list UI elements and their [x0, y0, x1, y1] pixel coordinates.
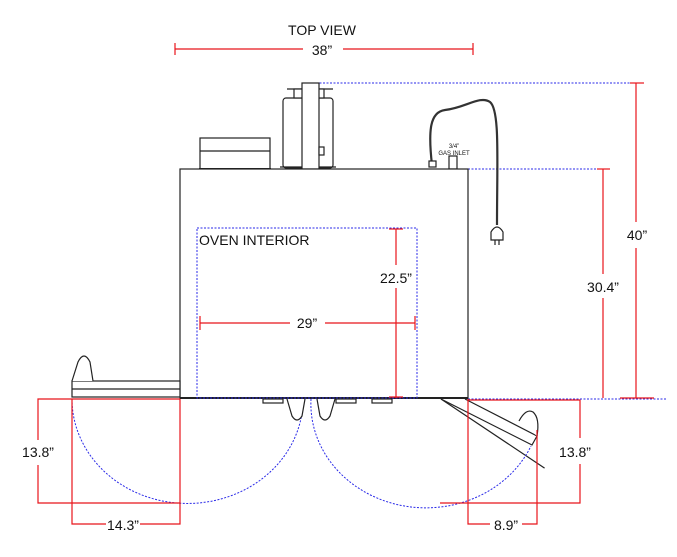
- right-door: [440, 398, 545, 469]
- burner-tank: [280, 82, 336, 170]
- left-door: [71, 355, 181, 398]
- interior-depth-label: 22.5”: [380, 270, 412, 286]
- plug-icon: [490, 226, 504, 241]
- gas-inlet-label: GAS INLET: [438, 151, 470, 157]
- left-width-dimension: [71, 399, 181, 525]
- interior-width-dimension: [199, 316, 416, 330]
- right-swing-dimension: [440, 399, 581, 504]
- oven-interior-outline: [196, 227, 418, 399]
- overall-depth-dimension: [620, 82, 654, 399]
- body-depth-label: 30.4”: [587, 279, 619, 295]
- right-width-label: 8.9”: [494, 517, 518, 533]
- width-label: 38”: [312, 42, 333, 58]
- control-box: [199, 137, 271, 170]
- gas-inlet: [448, 155, 458, 170]
- gas-size-label: 3/4”: [449, 144, 459, 150]
- left-width-label: 14.3”: [107, 517, 139, 533]
- interior-depth-dimension: [389, 228, 403, 398]
- oven-interior-label: OVEN INTERIOR: [199, 232, 309, 248]
- width-dimension: [174, 43, 474, 55]
- power-cord: [428, 98, 504, 245]
- oven-body: [179, 168, 469, 399]
- door-hinges: [262, 398, 393, 421]
- title: TOP VIEW: [288, 22, 357, 38]
- left-swing-label: 13.8”: [22, 444, 54, 460]
- left-door-swing-arc: [71, 398, 304, 504]
- overall-depth-label: 40”: [627, 227, 648, 243]
- body-depth-dimension: [597, 168, 610, 398]
- right-swing-label: 13.8”: [559, 444, 591, 460]
- right-door-swing-arc: [310, 398, 532, 509]
- left-swing-dimension: [37, 398, 180, 504]
- interior-width-label: 29”: [297, 315, 318, 331]
- right-width-dimension: [467, 399, 538, 525]
